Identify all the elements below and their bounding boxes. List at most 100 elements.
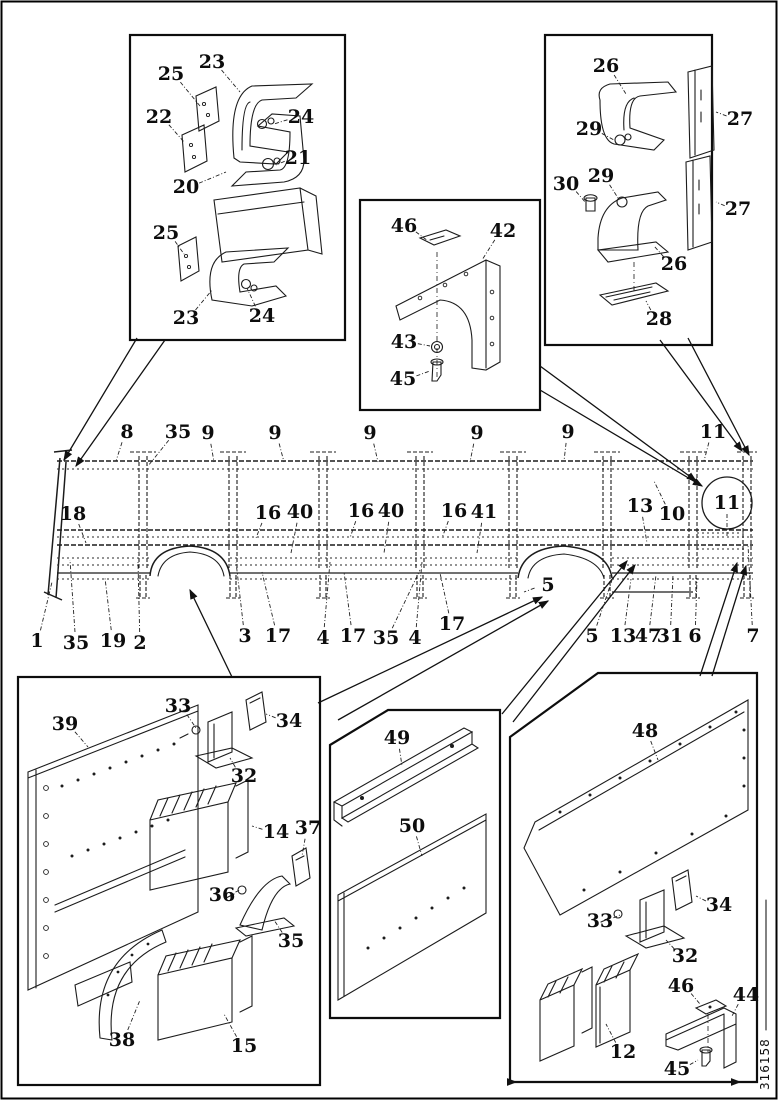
svg-text:16: 16 — [348, 500, 374, 522]
callout-34: 34 — [695, 894, 732, 916]
wheel-arch-left — [149, 545, 231, 577]
svg-text:42: 42 — [490, 220, 516, 242]
svg-text:24: 24 — [288, 106, 314, 128]
svg-text:35: 35 — [63, 632, 89, 654]
callout-15: 15 — [223, 1013, 257, 1057]
detail-box-top-left — [128, 33, 347, 342]
part-39-side-panel — [27, 704, 199, 991]
part-20-spacer-panel — [213, 187, 323, 263]
svg-text:9: 9 — [268, 422, 281, 444]
wheel-arch-right — [517, 545, 613, 579]
callout-34: 34 — [265, 710, 302, 732]
callout-27: 27 — [715, 198, 751, 220]
svg-text:17: 17 — [439, 613, 465, 635]
leader-bottom-right-a — [699, 561, 738, 677]
figure-id: 316158 — [758, 1038, 772, 1090]
callout-oval — [701, 476, 753, 530]
callout-32: 32 — [665, 939, 698, 967]
svg-text:37: 37 — [295, 817, 321, 839]
callout-36: 36 — [209, 884, 241, 906]
svg-text:12: 12 — [610, 1041, 636, 1063]
svg-text:34: 34 — [706, 894, 732, 916]
svg-text:15: 15 — [231, 1035, 257, 1057]
leader-bottom-left-a — [317, 596, 544, 704]
callout-17: 17 — [439, 572, 465, 635]
callout-39: 39 — [52, 713, 89, 748]
callout-48: 48 — [632, 720, 659, 761]
callout-20: 20 — [173, 171, 227, 198]
svg-text:29: 29 — [576, 118, 602, 140]
callout-13: 13 — [610, 578, 636, 647]
part-32-angle-bracket — [194, 711, 254, 769]
callout-9: 9 — [561, 421, 575, 462]
callout-19: 19 — [100, 577, 126, 652]
detail-box-bottom-middle — [328, 708, 502, 1020]
rear-section-rails — [697, 532, 744, 550]
svg-text:11: 11 — [714, 492, 740, 514]
leader-bottom-left-arch — [189, 588, 233, 678]
part-49-top-rail — [332, 727, 480, 827]
callout-5: 5 — [523, 574, 555, 596]
part-21-bolt — [261, 157, 275, 171]
callout-28: 28 — [645, 300, 672, 330]
callout-22: 22 — [146, 106, 185, 143]
svg-text:45: 45 — [390, 368, 416, 390]
svg-text:32: 32 — [231, 765, 257, 787]
leader-top-left-a — [63, 337, 138, 462]
callout-17: 17 — [340, 571, 366, 647]
part-24-bolt-upper — [256, 118, 268, 130]
frame-post — [500, 451, 526, 599]
svg-text:24: 24 — [249, 305, 275, 327]
leader-top-left-b — [75, 339, 166, 468]
part-23-clamp-bracket-upper — [232, 83, 314, 165]
callout-5: 5 — [585, 579, 613, 647]
callout-23: 23 — [173, 289, 213, 329]
detail-leader-lines — [63, 337, 750, 723]
svg-text:44: 44 — [733, 984, 759, 1006]
svg-text:36: 36 — [209, 884, 235, 906]
wheel-arch-right-inner — [527, 553, 605, 579]
svg-text:16: 16 — [441, 500, 467, 522]
callout-3: 3 — [235, 561, 252, 647]
sidewall-frame-assembly — [43, 449, 757, 601]
svg-text:48: 48 — [632, 720, 658, 742]
part-30-bolt — [583, 194, 598, 212]
callout-44: 44 — [731, 984, 759, 1017]
callout-11: 11 — [700, 421, 726, 462]
wheel-arch-left-inner — [157, 551, 225, 577]
callout-31: 31 — [657, 574, 683, 647]
callout-18: 18 — [60, 503, 87, 544]
part-42-gusset-bracket — [395, 259, 501, 371]
parts-top-right-box — [583, 65, 715, 306]
callout-11: 11 — [701, 476, 753, 536]
svg-text:13: 13 — [610, 625, 636, 647]
callout-16: 16 — [348, 500, 374, 539]
parts-bottom-left-box — [27, 691, 311, 1041]
parts-bottom-right-box — [506, 699, 749, 1086]
svg-text:1: 1 — [30, 630, 43, 652]
callout-16: 16 — [255, 502, 281, 539]
svg-text:6: 6 — [688, 625, 701, 647]
svg-text:19: 19 — [100, 630, 126, 652]
svg-text:25: 25 — [158, 63, 184, 85]
detail-box-top-middle — [358, 198, 542, 412]
leader-bottom-left-b — [337, 600, 550, 721]
callout-37: 37 — [295, 817, 321, 857]
svg-text:27: 27 — [725, 198, 751, 220]
frame-post — [407, 451, 433, 599]
callout-9: 9 — [363, 422, 379, 463]
part-36-bolt — [237, 885, 247, 895]
svg-text:4: 4 — [316, 627, 329, 649]
svg-text:35: 35 — [278, 930, 304, 952]
callout-40: 40 — [287, 501, 313, 554]
callout-40: 40 — [378, 500, 404, 554]
svg-text:38: 38 — [109, 1029, 135, 1051]
part-39-lower-rail-strip — [54, 849, 186, 1007]
callout-1: 1 — [30, 581, 53, 652]
part-15-floor-channel — [157, 935, 253, 1041]
part-33-bolt-shaft — [600, 917, 611, 923]
part-20-clamp-bracket-mid — [230, 113, 305, 187]
callout-26: 26 — [593, 55, 627, 95]
parts-bottom-middle-box — [332, 727, 487, 1001]
